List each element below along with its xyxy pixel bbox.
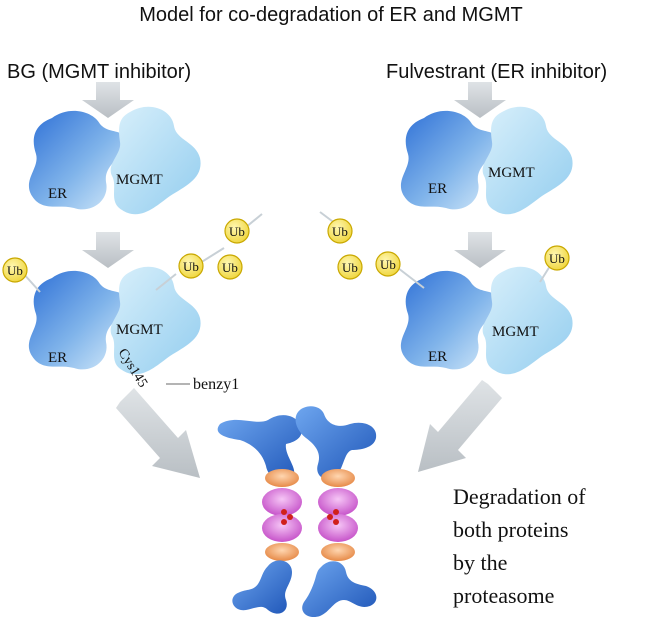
proteasome-cap-top-left bbox=[217, 415, 302, 482]
ubiquitin: Ub bbox=[217, 254, 243, 280]
ubiquitin: Ub bbox=[2, 257, 28, 283]
svg-text:Ub: Ub bbox=[549, 251, 565, 266]
svg-text:Ub: Ub bbox=[229, 224, 245, 239]
svg-text:Ub: Ub bbox=[380, 257, 396, 272]
diagonal-arrow-right bbox=[418, 380, 502, 472]
mgmt-protein bbox=[482, 266, 573, 375]
svg-text:Ub: Ub bbox=[222, 260, 238, 275]
ubiquitin: Ub bbox=[337, 254, 363, 280]
right-ubiquitins: Ub Ub Ub Ub bbox=[319, 211, 570, 289]
result-line: both proteins bbox=[453, 517, 569, 542]
ubiquitin: Ub bbox=[375, 251, 401, 277]
proteasome-alpha-ring bbox=[265, 469, 299, 487]
right-bottom-complex: ER MGMT bbox=[400, 266, 573, 375]
proteasome-beta-ring bbox=[262, 488, 302, 516]
ubiquitin: Ub bbox=[178, 253, 204, 279]
result-text: Degradation of both proteins by the prot… bbox=[453, 484, 586, 608]
proteasome-cap-top-right bbox=[295, 406, 377, 480]
ubiquitin: Ub bbox=[327, 218, 353, 244]
mgmt-label: MGMT bbox=[488, 165, 535, 181]
diagram-title: Model for co-degradation of ER and MGMT bbox=[139, 4, 523, 26]
proteasome-beta-ring bbox=[318, 514, 358, 542]
mgmt-protein bbox=[110, 106, 201, 215]
result-line: proteasome bbox=[453, 583, 554, 608]
er-label: ER bbox=[48, 186, 67, 202]
left-bottom-complex: ER MGMT Cys145 benzy1 bbox=[28, 266, 239, 393]
diagonal-arrow-left bbox=[116, 388, 200, 478]
result-line: by the bbox=[453, 550, 507, 575]
right-top-complex: ER MGMT bbox=[400, 106, 573, 215]
svg-text:Ub: Ub bbox=[7, 263, 23, 278]
er-protein bbox=[28, 270, 125, 370]
svg-text:Ub: Ub bbox=[183, 259, 199, 274]
left-top-complex: ER MGMT bbox=[28, 106, 201, 215]
er-protein bbox=[400, 270, 497, 370]
proteasome bbox=[217, 406, 377, 618]
proteasome-beta-ring bbox=[318, 488, 358, 516]
er-protein bbox=[400, 110, 497, 210]
svg-text:Ub: Ub bbox=[342, 260, 358, 275]
er-label: ER bbox=[428, 349, 447, 365]
er-label: ER bbox=[428, 181, 447, 197]
er-protein bbox=[28, 110, 125, 210]
proteasome-beta-ring bbox=[262, 514, 302, 542]
result-line: Degradation of bbox=[453, 484, 586, 509]
svg-text:Ub: Ub bbox=[332, 224, 348, 239]
mgmt-label: MGMT bbox=[116, 322, 163, 338]
down-arrow-right-middle bbox=[454, 232, 506, 268]
down-arrow-right-top bbox=[454, 82, 506, 118]
proteasome-alpha-ring bbox=[321, 543, 355, 561]
ubiquitin: Ub bbox=[544, 245, 570, 271]
mgmt-protein bbox=[110, 266, 201, 375]
mgmt-label: MGMT bbox=[116, 172, 163, 188]
left-ubiquitins: Ub Ub Ub Ub bbox=[2, 213, 263, 293]
active-site-dots bbox=[281, 509, 339, 525]
proteasome-cap-bottom-right bbox=[302, 561, 377, 618]
proteasome-alpha-ring bbox=[321, 469, 355, 487]
right-header: Fulvestrant (ER inhibitor) bbox=[386, 61, 607, 83]
ubiquitin: Ub bbox=[224, 218, 250, 244]
proteasome-cap-bottom-left bbox=[232, 560, 292, 614]
benzyl-label: benzy1 bbox=[193, 376, 239, 393]
mgmt-label: MGMT bbox=[492, 324, 539, 340]
down-arrow-left-middle bbox=[82, 232, 134, 268]
left-header: BG (MGMT inhibitor) bbox=[7, 61, 191, 83]
mgmt-protein bbox=[482, 106, 573, 215]
er-label: ER bbox=[48, 350, 67, 366]
down-arrow-left-top bbox=[82, 82, 134, 118]
proteasome-alpha-ring bbox=[265, 543, 299, 561]
